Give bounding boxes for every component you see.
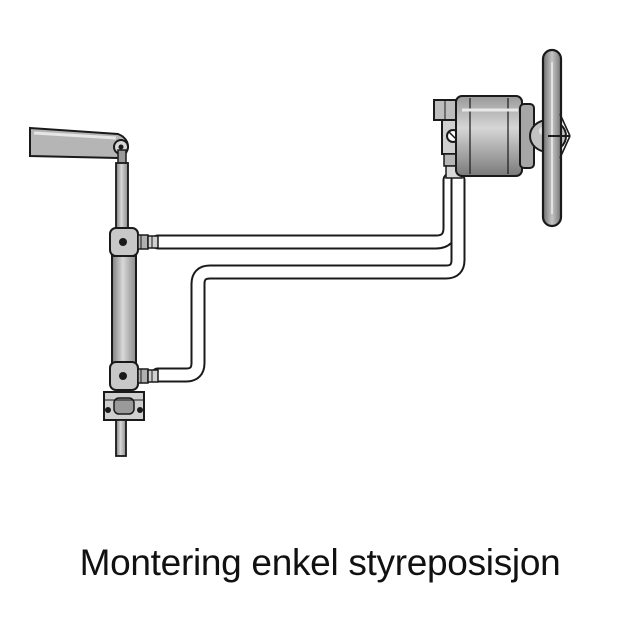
caption: Montering enkel styreposisjon <box>79 542 561 583</box>
steering-wheel <box>541 48 571 228</box>
steering-installation-diagram <box>29 48 571 457</box>
hydraulic-hoses <box>150 172 466 383</box>
hydraulic-cylinder <box>109 227 159 391</box>
tiller-arm <box>29 126 130 160</box>
helm-pump <box>433 95 567 179</box>
piston-rod-upper <box>115 149 129 234</box>
mounting-bracket <box>103 391 145 457</box>
